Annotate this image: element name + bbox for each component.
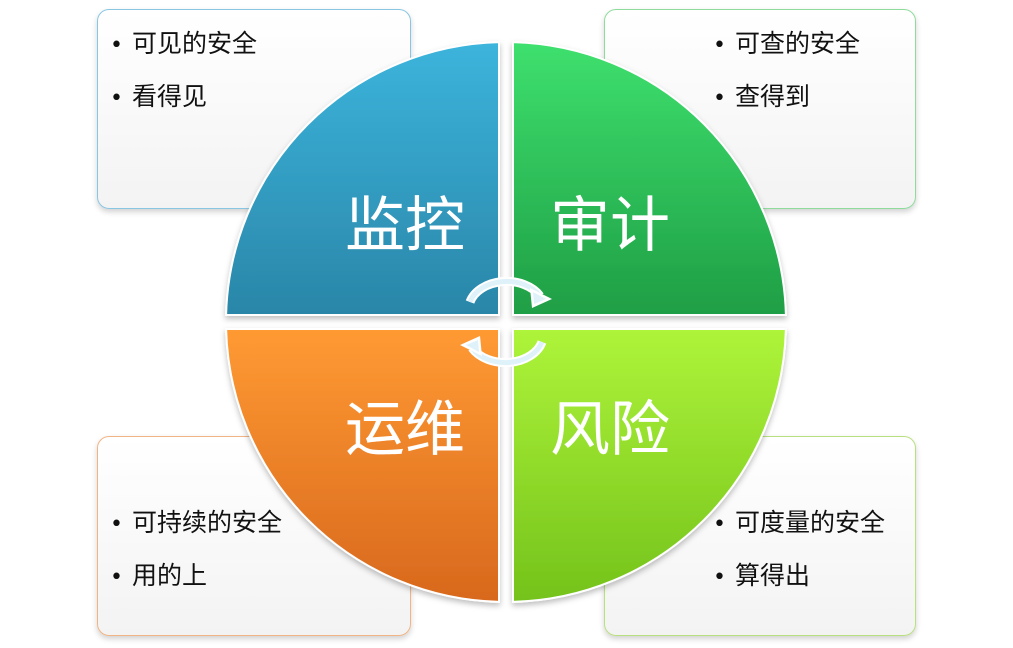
list-item: 可持续的安全 <box>110 497 282 550</box>
card-list: 可度量的安全 算得出 <box>713 497 885 603</box>
card-list: 可查的安全 查得到 <box>713 18 860 124</box>
quadrant-label-ops: 运维 <box>345 395 465 465</box>
list-item: 算得出 <box>713 550 885 603</box>
quadrant-ops <box>225 328 500 603</box>
list-item: 查得到 <box>713 71 860 124</box>
card-list: 可持续的安全 用的上 <box>110 497 282 603</box>
list-item: 可见的安全 <box>110 18 257 71</box>
quadrant-label-audit: 审计 <box>550 191 670 261</box>
list-item: 用的上 <box>110 550 282 603</box>
quadrant-monitor <box>225 41 500 316</box>
quadrant-audit <box>512 41 787 316</box>
list-item: 看得见 <box>110 71 257 124</box>
card-list: 可见的安全 看得见 <box>110 18 257 124</box>
quadrant-risk <box>512 328 787 603</box>
quadrant-label-monitor: 监控 <box>345 191 465 261</box>
list-item: 可度量的安全 <box>713 497 885 550</box>
cycle-arrows-icon <box>460 276 552 368</box>
quadrant-label-risk: 风险 <box>550 395 670 465</box>
list-item: 可查的安全 <box>713 18 860 71</box>
